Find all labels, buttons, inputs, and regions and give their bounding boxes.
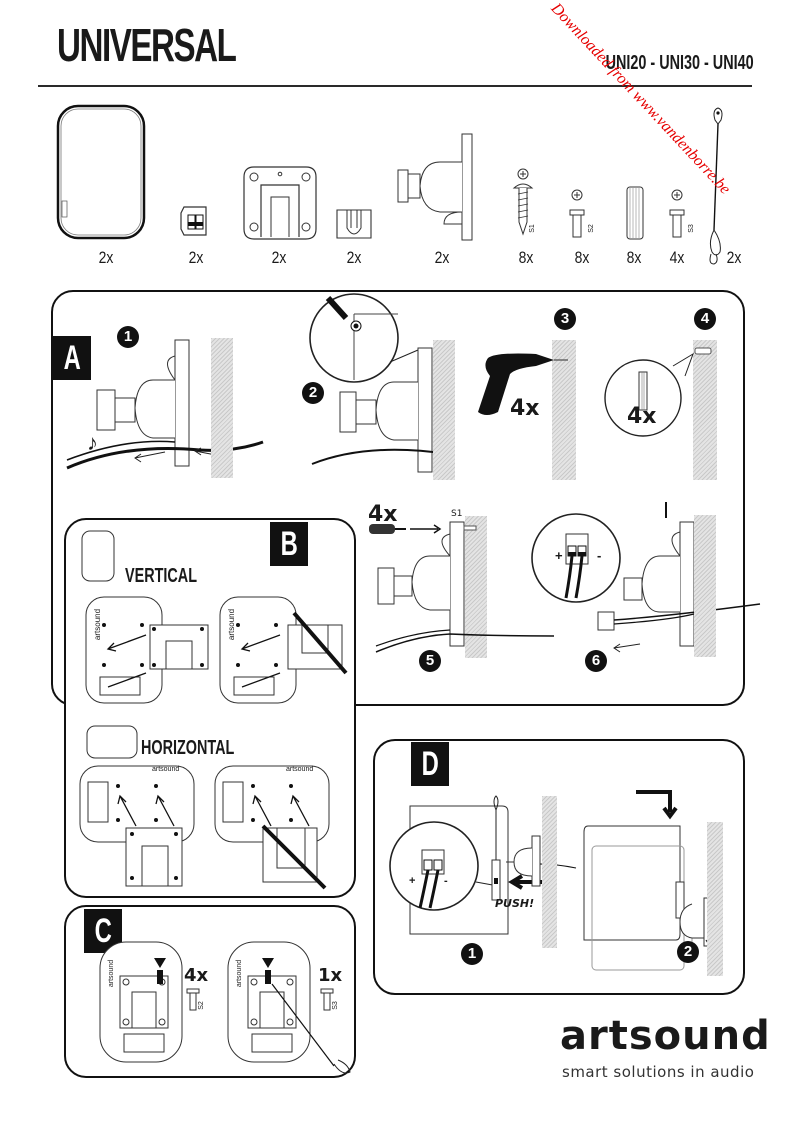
brand-mark-b1: artsound: [93, 608, 103, 641]
safety-cable-icon: [709, 107, 723, 265]
drill-qty: 4x: [510, 396, 540, 421]
wall-bracket-icon: [397, 133, 473, 241]
step-a4-number: 4: [694, 308, 716, 330]
hang-speaker-illustration: [583, 790, 717, 971]
step-a6-number: 6: [585, 650, 607, 672]
tagline: smart solutions in audio: [562, 1063, 755, 1081]
brand-mark-c1: artsound: [108, 959, 116, 988]
horizontal-label: HORIZONTAL: [141, 737, 235, 759]
wire-terminal-callout: [531, 502, 761, 653]
screw-s1-label: S1: [528, 224, 536, 233]
screw-s1-step-label: S1: [451, 509, 463, 519]
part-qty-speaker: 2x: [98, 248, 114, 267]
vertical-correct-diagram: [85, 596, 209, 704]
push-label: PUSH!: [495, 897, 535, 910]
terminal-minus-d: -: [444, 875, 448, 887]
terminal-plus-a: +: [555, 548, 563, 563]
brand-mark-c2: artsound: [236, 959, 244, 988]
model-numbers: UNI20 - UNI30 - UNI40: [605, 52, 754, 74]
section-b-label: B: [270, 522, 308, 566]
header-divider: [38, 85, 752, 87]
part-qty-s1: 8x: [518, 248, 534, 267]
part-qty-plug: 8x: [626, 248, 642, 267]
c-qty-right: 1x: [318, 965, 343, 986]
screw-s3-label: S3: [687, 224, 695, 233]
vertical-label: VERTICAL: [125, 565, 197, 587]
drill-icon: [478, 353, 568, 415]
horizontal-wrong-diagram: [214, 765, 330, 890]
part-qty-clip: 2x: [346, 248, 362, 267]
vertical-speaker-icon: [81, 530, 115, 582]
c-label-right: S3: [331, 1001, 339, 1010]
section-a-label: A: [53, 336, 91, 380]
part-qty-s3: 4x: [669, 248, 685, 267]
plug-insert-callout: [604, 347, 712, 437]
wall-a5: [465, 516, 487, 658]
screw-s2-icon: [569, 189, 585, 238]
horizontal-speaker-icon: [86, 725, 138, 759]
terminal-minus-a: -: [597, 548, 602, 563]
c-qty-left: 4x: [184, 965, 209, 986]
step-d1-number: 1: [461, 943, 483, 965]
brand-mark-b3: artsound: [152, 766, 180, 773]
part-qty-terminal: 2x: [188, 248, 204, 267]
terminal-plus-d: +: [409, 875, 416, 887]
speaker-icon: [56, 104, 146, 240]
wall-plug-icon: [626, 186, 644, 240]
step-a3-number: 3: [554, 308, 576, 330]
wall-a6: [694, 515, 716, 657]
horizontal-correct-diagram: [79, 765, 195, 887]
bracket-screwed-illustration: [375, 521, 555, 653]
section-c-label: C: [84, 909, 122, 953]
mark-holes-illustration: [309, 293, 449, 473]
c-label-left: S2: [197, 1001, 205, 1010]
mounting-plate-icon: [243, 166, 317, 240]
screw-s2-small-icon: [186, 988, 200, 1011]
brand-mark-b4: artsound: [286, 766, 314, 773]
screw-qty: 4x: [368, 502, 398, 527]
vertical-wrong-diagram: [219, 596, 348, 704]
artsound-logo: artsound: [560, 1013, 771, 1059]
step-d2-number: 2: [677, 941, 699, 963]
screw-s3-small-icon: [320, 988, 334, 1011]
step-a2-number: 2: [302, 382, 324, 404]
wall-a4: [693, 340, 717, 480]
screw-s3-icon: [669, 189, 685, 238]
plug-qty: 4x: [627, 404, 657, 429]
part-qty-bracket: 2x: [434, 248, 450, 267]
wall-a1: [211, 338, 233, 478]
terminal-connector-icon: [180, 206, 207, 236]
part-qty-cable: 2x: [726, 248, 742, 267]
screwdriver-icon: [369, 524, 442, 534]
section-d-label: D: [411, 742, 449, 786]
step-a1-number: 1: [117, 326, 139, 348]
wall-a2: [433, 340, 455, 480]
brand-mark-b2: artsound: [227, 608, 237, 641]
wall-d1: [542, 796, 557, 948]
wall-a3: [552, 340, 576, 480]
part-qty-s2: 8x: [574, 248, 590, 267]
screw-s1-icon: [512, 168, 534, 236]
wall-d2: [707, 822, 723, 976]
part-qty-plate: 2x: [271, 248, 287, 267]
clip-icon: [336, 209, 372, 239]
bracket-cable-illustration-1: [66, 339, 264, 470]
plate-screw-diagram-left: [99, 941, 183, 1063]
screw-s2-label: S2: [587, 224, 595, 233]
music-note-icon: ♪: [87, 430, 98, 455]
page-title: UNIVERSAL: [57, 19, 237, 71]
download-watermark: Downloaded from www.vandenborre.be: [547, 0, 734, 198]
step-a5-number: 5: [419, 650, 441, 672]
plate-cable-diagram-right: [227, 941, 351, 1074]
